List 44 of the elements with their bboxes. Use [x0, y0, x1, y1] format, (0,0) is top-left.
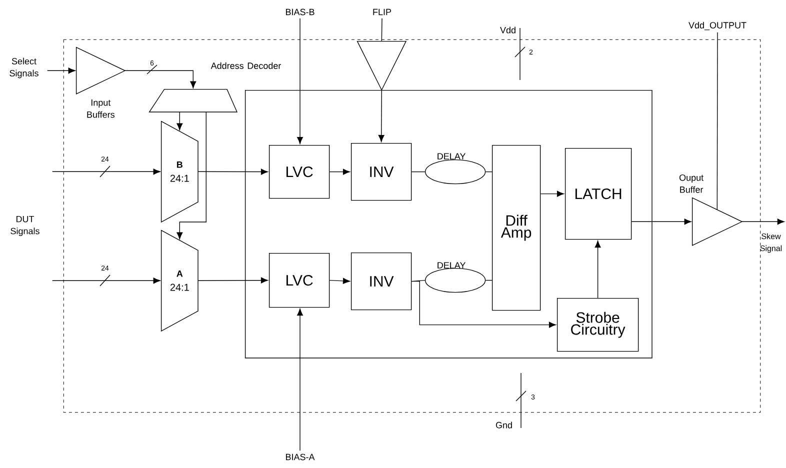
- component-label: Input Buffers: [87, 100, 114, 118]
- connector-arrow: [329, 278, 350, 284]
- signal-label: DUT Signals: [10, 216, 40, 236]
- chip-boundary: [63, 39, 761, 413]
- process-box: INV: [350, 142, 412, 201]
- process-box: Diff Amp: [492, 144, 541, 311]
- component-label: DELAY: [438, 153, 466, 160]
- connector-arrow: [329, 168, 350, 175]
- connector-arrow: [198, 168, 268, 175]
- process-box: Strobe Circuitry: [556, 298, 639, 352]
- delay-ellipse: [424, 159, 486, 184]
- circuit-block: [244, 90, 652, 358]
- connector-arrow: [631, 218, 692, 225]
- connector-arrow: [176, 112, 183, 130]
- supply-label: Vdd: [500, 26, 516, 34]
- connector-arrow: [411, 280, 556, 328]
- connector-arrow: [47, 68, 76, 74]
- supply-label: Gnd: [496, 422, 512, 428]
- connector-arrow: [176, 112, 206, 240]
- signal-label: BIAS-A: [286, 454, 315, 460]
- connector-arrow: [540, 190, 564, 197]
- connector-arrow: [52, 278, 160, 284]
- connector-arrow: [297, 18, 303, 144]
- signal-label: BIAS-B: [286, 8, 314, 16]
- process-box: LVC: [268, 252, 330, 308]
- component-label: Address Decoder: [210, 62, 282, 69]
- signal-label: Vdd_OUTPUT: [688, 22, 746, 30]
- process-box: LVC: [268, 144, 330, 199]
- delay-ellipse: [424, 268, 486, 293]
- signal-label: Select Signals: [10, 58, 38, 78]
- signal-label: Skew Signal: [760, 233, 782, 253]
- connector-arrow: [198, 277, 268, 284]
- decoder-trapezoid: [148, 88, 238, 112]
- process-box: LATCH: [564, 148, 632, 240]
- signal-label: FLIP: [373, 8, 392, 16]
- connector-arrow: [297, 308, 303, 451]
- component-label: Ouput Buffer: [679, 174, 704, 193]
- connector-arrow: [52, 168, 160, 175]
- process-box: INV: [350, 252, 412, 310]
- connector-arrow: [742, 218, 784, 225]
- connector-arrow: [594, 240, 601, 298]
- connector-arrow: [124, 70, 196, 88]
- component-label: DELAY: [438, 262, 466, 268]
- connector-arrow: [378, 90, 384, 142]
